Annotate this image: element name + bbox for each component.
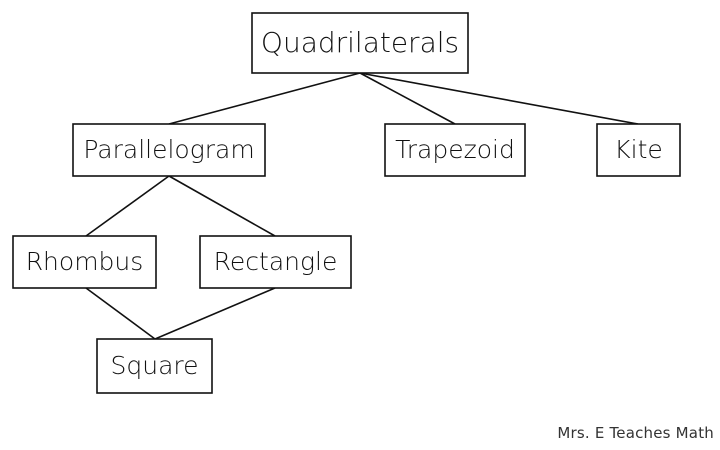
node-label-parallelogram: Parallelogram xyxy=(83,135,254,164)
node-label-rectangle: Rectangle xyxy=(214,247,338,276)
node-label-square: Square xyxy=(110,351,198,380)
node-label-kite: Kite xyxy=(614,135,663,164)
node-quadrilaterals: Quadrilaterals xyxy=(251,12,469,74)
edge-rhombus-to-square xyxy=(85,287,156,340)
edge-quadrilaterals-to-trapezoid xyxy=(359,72,456,125)
edge-quadrilaterals-to-parallelogram xyxy=(168,72,361,125)
edge-parallelogram-to-rectangle xyxy=(168,175,276,237)
node-box-quadrilaterals xyxy=(251,12,469,74)
node-box-square xyxy=(96,338,213,394)
node-label-trapezoid: Trapezoid xyxy=(395,135,515,164)
edge-parallelogram-to-rhombus xyxy=(85,175,170,237)
node-box-rhombus xyxy=(12,235,157,289)
credit-text: Mrs. E Teaches Math xyxy=(557,424,714,442)
node-trapezoid: Trapezoid xyxy=(384,123,526,177)
node-label-rhombus: Rhombus xyxy=(26,247,144,276)
node-label-quadrilaterals: Quadrilaterals xyxy=(261,26,459,59)
node-square: Square xyxy=(96,338,213,394)
edge-rectangle-to-square xyxy=(154,287,276,340)
node-box-kite xyxy=(596,123,681,177)
node-rhombus: Rhombus xyxy=(12,235,157,289)
node-kite: Kite xyxy=(596,123,681,177)
node-box-trapezoid xyxy=(384,123,526,177)
node-box-rectangle xyxy=(199,235,352,289)
edge-quadrilaterals-to-kite xyxy=(359,72,639,125)
diagram-edges xyxy=(85,72,639,340)
node-rectangle: Rectangle xyxy=(199,235,352,289)
node-box-parallelogram xyxy=(72,123,266,177)
node-parallelogram: Parallelogram xyxy=(72,123,266,177)
